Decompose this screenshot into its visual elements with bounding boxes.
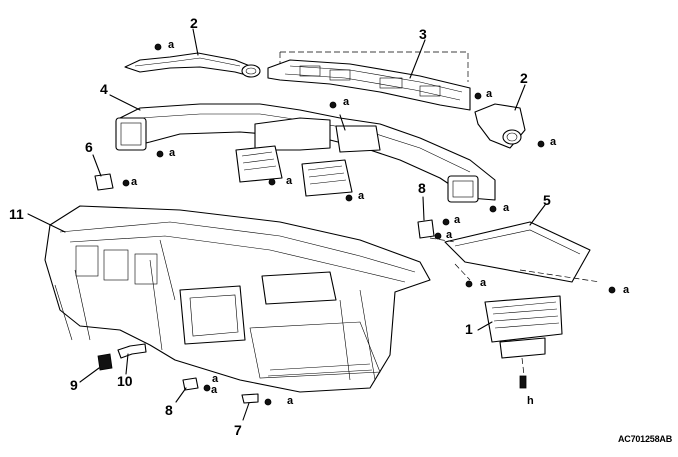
screws (122, 43, 616, 406)
fastener-a: a (358, 190, 365, 202)
callout-2-left: 2 (190, 15, 198, 31)
fastener-a: a (286, 175, 293, 187)
instrument-panel-frame (27, 205, 431, 393)
fastener-a: a (287, 395, 294, 407)
callout-4: 4 (100, 81, 108, 97)
drawing-code: AC701258AB (617, 434, 672, 444)
fastener-a: a (169, 147, 176, 159)
fastener-a: a (211, 384, 218, 396)
callout-2-right: 2 (520, 70, 528, 86)
callout-9: 9 (70, 377, 78, 393)
fastener-a: a (480, 277, 487, 289)
fastener-h: h (527, 395, 534, 407)
center-register-assembly (267, 39, 471, 111)
bracket-part-7 (241, 393, 259, 421)
callout-6: 6 (85, 139, 93, 155)
fastener-a: a (503, 202, 510, 214)
callout-10: 10 (117, 373, 133, 389)
lower-panel (429, 204, 601, 283)
callout-5: 5 (543, 192, 551, 208)
bracket-part-8-bottom (175, 377, 199, 403)
callout-7: 7 (234, 422, 242, 438)
fastener-a: a (446, 229, 453, 241)
side-duct-left (124, 28, 261, 78)
callout-1: 1 (465, 321, 473, 337)
fastener-a: a (343, 96, 350, 108)
callout-8-bottom: 8 (165, 402, 173, 418)
callout-11: 11 (9, 206, 24, 222)
fastener-a: a (454, 214, 461, 226)
callout-3: 3 (419, 26, 427, 42)
air-register (477, 295, 563, 389)
hose-part-10 (117, 343, 147, 375)
clip-part-6 (92, 154, 114, 191)
main-air-duct (109, 94, 496, 203)
bracket-part-8-top (417, 196, 435, 239)
fastener-a: a (212, 373, 219, 385)
connector-part-9 (79, 353, 113, 383)
fastener-a: a (131, 176, 138, 188)
fastener-a: a (486, 88, 493, 100)
fastener-a: a (168, 39, 175, 51)
callout-8-top: 8 (418, 180, 426, 196)
side-duct-right (474, 84, 526, 149)
fastener-a: a (550, 136, 557, 148)
fastener-a: a (623, 284, 630, 296)
